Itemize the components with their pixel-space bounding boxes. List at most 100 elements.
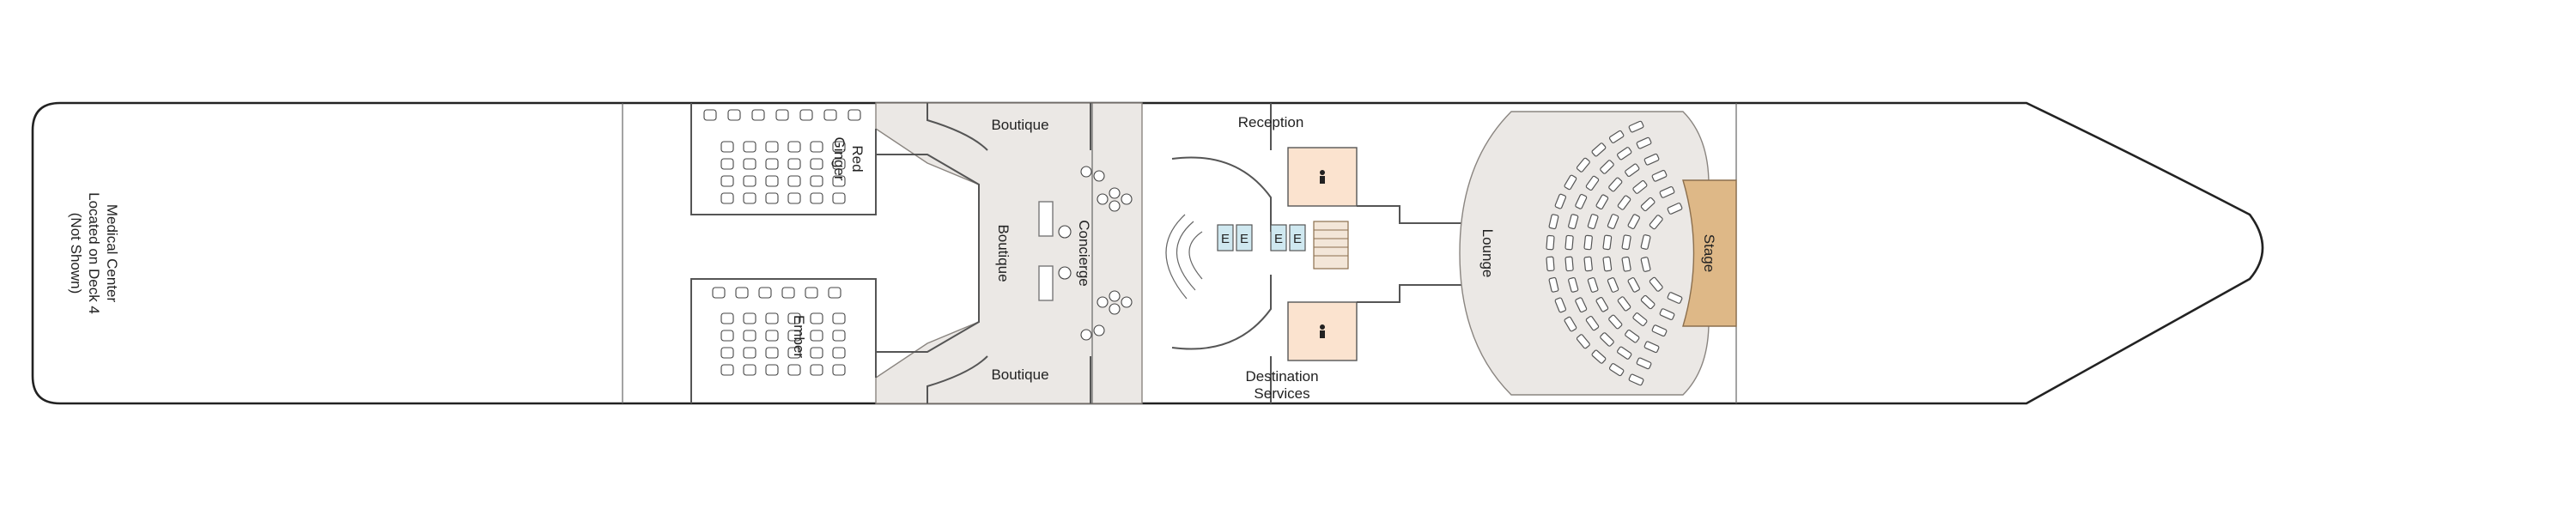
lounge-seat-row: [1649, 215, 1663, 230]
lounge-seat-row: [1591, 349, 1607, 364]
dining-table: [720, 192, 734, 204]
medical-note-line-3: (Not Shown): [68, 213, 84, 294]
dining-table: [765, 347, 779, 359]
medical-center-note: Medical Center Located on Deck 4 (Not Sh…: [68, 192, 120, 314]
label-boutique-bottom: Boutique: [991, 367, 1048, 383]
label-destination-services-2: Services: [1254, 385, 1309, 402]
lounge-seat-row: [1627, 277, 1640, 293]
dining-table: [703, 109, 717, 121]
dining-table: [735, 287, 749, 299]
elevator-bank-aft: E E: [1217, 224, 1253, 251]
lounge-seat-row: [1627, 214, 1640, 229]
red-ginger-line-1: Red: [849, 145, 866, 172]
lounge-seat-row: [1667, 203, 1683, 215]
lounge-seat-row: [1600, 332, 1614, 347]
dining-table: [758, 287, 772, 299]
dining-table: [765, 330, 779, 342]
dining-table: [810, 158, 823, 170]
dining-table: [787, 347, 801, 359]
lounge-seat-row: [1575, 297, 1588, 313]
lounge-seat-row: [1587, 214, 1599, 229]
dining-table: [832, 141, 846, 153]
dining-table: [765, 158, 779, 170]
lounge-seat-row: [1607, 214, 1619, 229]
reception-area: [1171, 103, 1272, 403]
dining-table: [765, 175, 779, 187]
lounge-seat-row: [1600, 160, 1614, 174]
lounge-seat-row: [1617, 296, 1631, 312]
label-ember: Ember: [791, 315, 807, 358]
elevator-bank-fwd: E E: [1270, 224, 1306, 251]
lounge-seat-row: [1585, 315, 1600, 331]
lounge-seat-row: [1576, 157, 1590, 173]
lounge-seat-row: [1546, 256, 1555, 272]
lounge-seat-row: [1591, 142, 1607, 157]
lounge-seat-row: [1608, 314, 1623, 330]
lounge-seat-row: [1640, 294, 1656, 310]
lounge-seating: [1546, 120, 1683, 386]
medical-note-line-1: Medical Center: [104, 204, 120, 303]
dining-walls: [690, 103, 980, 403]
dining-table: [743, 312, 756, 324]
lounge-seat-row: [1546, 234, 1555, 251]
lounge-seat-row: [1595, 194, 1609, 210]
dining-table: [775, 109, 789, 121]
lounge-seat-row: [1583, 234, 1593, 251]
lounge-seat-row: [1602, 256, 1613, 272]
lounge-seat-row: [1640, 197, 1656, 212]
dining-table: [832, 312, 846, 324]
label-reception: Reception: [1238, 114, 1304, 130]
boutique-bottom-area: [927, 355, 1091, 403]
dining-table: [720, 158, 734, 170]
lounge-seat-row: [1564, 234, 1574, 251]
lounge-seat-row: [1575, 193, 1588, 209]
dining-table: [720, 175, 734, 187]
lounge-seat-row: [1595, 296, 1609, 312]
restroom-top: [1287, 147, 1358, 207]
dining-table: [787, 364, 801, 376]
lounge-seat-row: [1625, 163, 1640, 178]
red-ginger-seating: [703, 109, 861, 204]
dining-table: [765, 312, 779, 324]
lounge-seat-row: [1583, 256, 1593, 272]
dining-table: [720, 330, 734, 342]
dining-table: [743, 141, 756, 153]
lounge-seat-row: [1640, 257, 1651, 272]
dining-table: [810, 330, 823, 342]
label-stage: Stage: [1701, 234, 1717, 272]
lounge-seat-row: [1659, 308, 1675, 320]
lounge-seat-row: [1554, 193, 1567, 209]
lounge-seat-row: [1576, 334, 1590, 349]
central-stairs: [1313, 221, 1349, 270]
dining-table: [720, 364, 734, 376]
dining-table: [810, 175, 823, 187]
restroom-icon: [1320, 170, 1325, 175]
red-ginger-line-2: Ginger: [831, 136, 848, 180]
lounge-seat-row: [1617, 147, 1632, 161]
label-lounge: Lounge: [1479, 229, 1496, 278]
dining-table: [823, 109, 837, 121]
dining-table: [727, 109, 741, 121]
dining-table: [743, 192, 756, 204]
lounge-seat-row: [1607, 277, 1619, 293]
dining-table: [765, 192, 779, 204]
boutique-top-area: [927, 103, 1091, 151]
elevator-icon: [1236, 224, 1253, 251]
dining-table: [720, 312, 734, 324]
dining-table: [832, 192, 846, 204]
lounge-seat-row: [1548, 214, 1559, 230]
dining-table: [832, 330, 846, 342]
label-red-ginger: Red Ginger: [831, 136, 866, 180]
stairs-icon: [1165, 214, 1203, 300]
dining-table: [787, 312, 801, 324]
dining-table: [832, 175, 846, 187]
lounge-seat-row: [1554, 297, 1567, 313]
lounge-seat-row: [1608, 130, 1625, 143]
dining-table: [787, 330, 801, 342]
label-destination-services-1: Destination: [1245, 368, 1318, 385]
lounge-seat-row: [1587, 277, 1599, 293]
lounge-seat-row: [1602, 234, 1613, 251]
lounge-seat-row: [1628, 120, 1644, 133]
ship-hull: [31, 101, 2264, 405]
lounge-seat-row: [1643, 153, 1660, 166]
